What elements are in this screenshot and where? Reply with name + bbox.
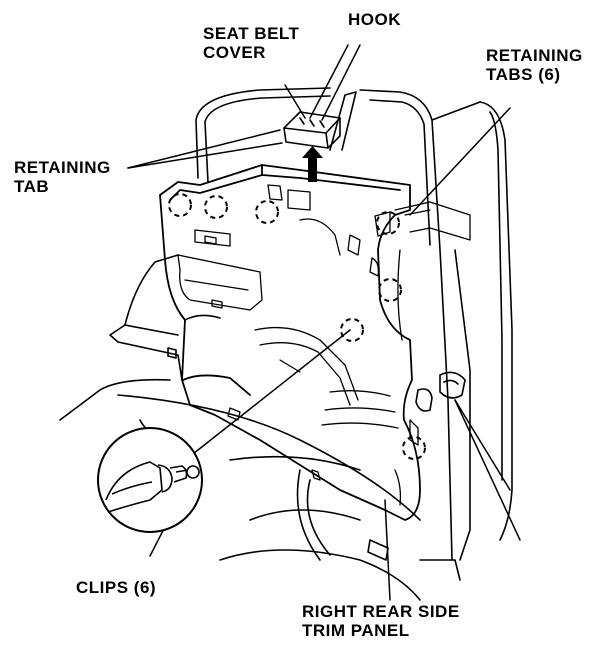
trim-panel-label-line1: RIGHT REAR SIDE bbox=[302, 602, 460, 621]
trim-panel-details bbox=[177, 184, 471, 506]
retaining-tab-label-line1: RETAINING bbox=[14, 158, 111, 177]
clip-detail-magnifier bbox=[97, 427, 203, 533]
seat-belt-cover-label: SEAT BELT COVER bbox=[203, 24, 299, 62]
vehicle-body-frame bbox=[195, 87, 513, 581]
retaining-tabs-label-line2: TABS (6) bbox=[486, 65, 561, 84]
seat-belt-cover bbox=[283, 111, 341, 149]
dashed-circle-icon bbox=[402, 436, 426, 460]
dashed-circle-icon bbox=[378, 278, 402, 302]
retaining-tabs-label-line1: RETAINING bbox=[486, 46, 583, 65]
dashed-circle-icon bbox=[340, 318, 364, 342]
dashed-circle-icon bbox=[168, 193, 192, 217]
clip-location-circles bbox=[168, 193, 426, 460]
retaining-tabs-label: RETAINING TABS (6) bbox=[486, 46, 583, 84]
retaining-tab-label: RETAINING TAB bbox=[14, 158, 111, 196]
hook-label: HOOK bbox=[348, 10, 401, 29]
dashed-circle-icon bbox=[376, 211, 400, 235]
trim-panel-label-line2: TRIM PANEL bbox=[302, 621, 410, 640]
seat-belt-cover-label-line2: COVER bbox=[203, 43, 266, 62]
dashed-circle-icon bbox=[204, 195, 228, 219]
clips-label-text: CLIPS (6) bbox=[76, 578, 157, 597]
trim-panel-label: RIGHT REAR SIDE TRIM PANEL bbox=[302, 602, 460, 640]
hook-label-text: HOOK bbox=[348, 10, 401, 29]
clips-label: CLIPS (6) bbox=[76, 578, 156, 597]
rear-pillar-trim bbox=[415, 371, 466, 412]
seat-belt-cover-label-line1: SEAT BELT bbox=[203, 24, 300, 43]
dashed-circle-icon bbox=[255, 200, 279, 224]
lower-shelf bbox=[109, 254, 221, 381]
retaining-tab-label-line2: TAB bbox=[14, 177, 50, 196]
arrow-up-icon bbox=[302, 146, 323, 182]
